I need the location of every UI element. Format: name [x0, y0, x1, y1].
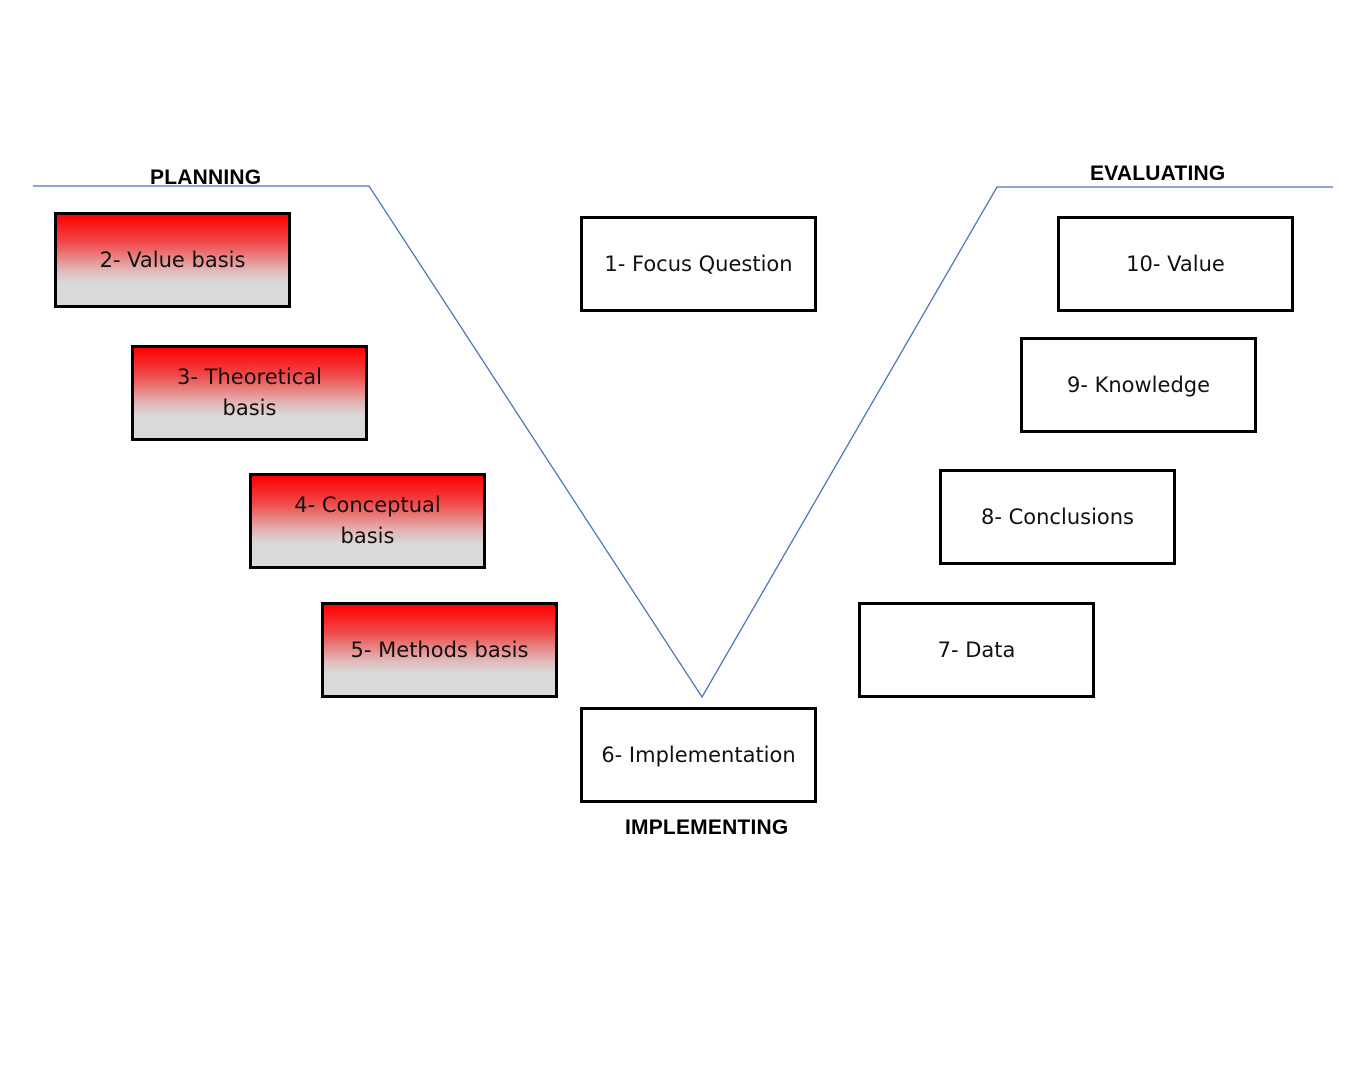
planning-label: PLANNING [150, 166, 262, 189]
knowledge-text: 9- Knowledge [1066, 372, 1211, 397]
value-basis-box: 2- Value basis [54, 212, 291, 308]
methods-basis-text: 5- Methods basis [350, 637, 529, 662]
focus-question-box: 1- Focus Question [580, 216, 817, 312]
conclusions-box: 8- Conclusions [939, 469, 1176, 565]
implementation-box: 6- Implementation [580, 707, 817, 803]
implementing-label: IMPLEMENTING [625, 816, 789, 839]
methods-basis-box: 5- Methods basis [321, 602, 558, 698]
theoretical-basis-box: 3- Theoretical basis [131, 345, 368, 441]
evaluating-label: EVALUATING [1090, 162, 1226, 185]
value-basis-text: 2- Value basis [99, 247, 246, 272]
implementation-text: 6- Implementation [601, 742, 796, 767]
theoretical-basis-text: 3- Theoretical basis [177, 365, 322, 420]
conclusions-text: 8- Conclusions [981, 504, 1134, 529]
value-text: 10- Value [1126, 251, 1225, 276]
data-box: 7- Data [858, 602, 1095, 698]
conceptual-basis-text: 4- Conceptual basis [294, 493, 441, 548]
knowledge-box: 9- Knowledge [1020, 337, 1257, 433]
value-box: 10- Value [1057, 216, 1294, 312]
conceptual-basis-box: 4- Conceptual basis [249, 473, 486, 569]
focus-question-text: 1- Focus Question [604, 251, 793, 276]
data-text: 7- Data [937, 637, 1016, 662]
